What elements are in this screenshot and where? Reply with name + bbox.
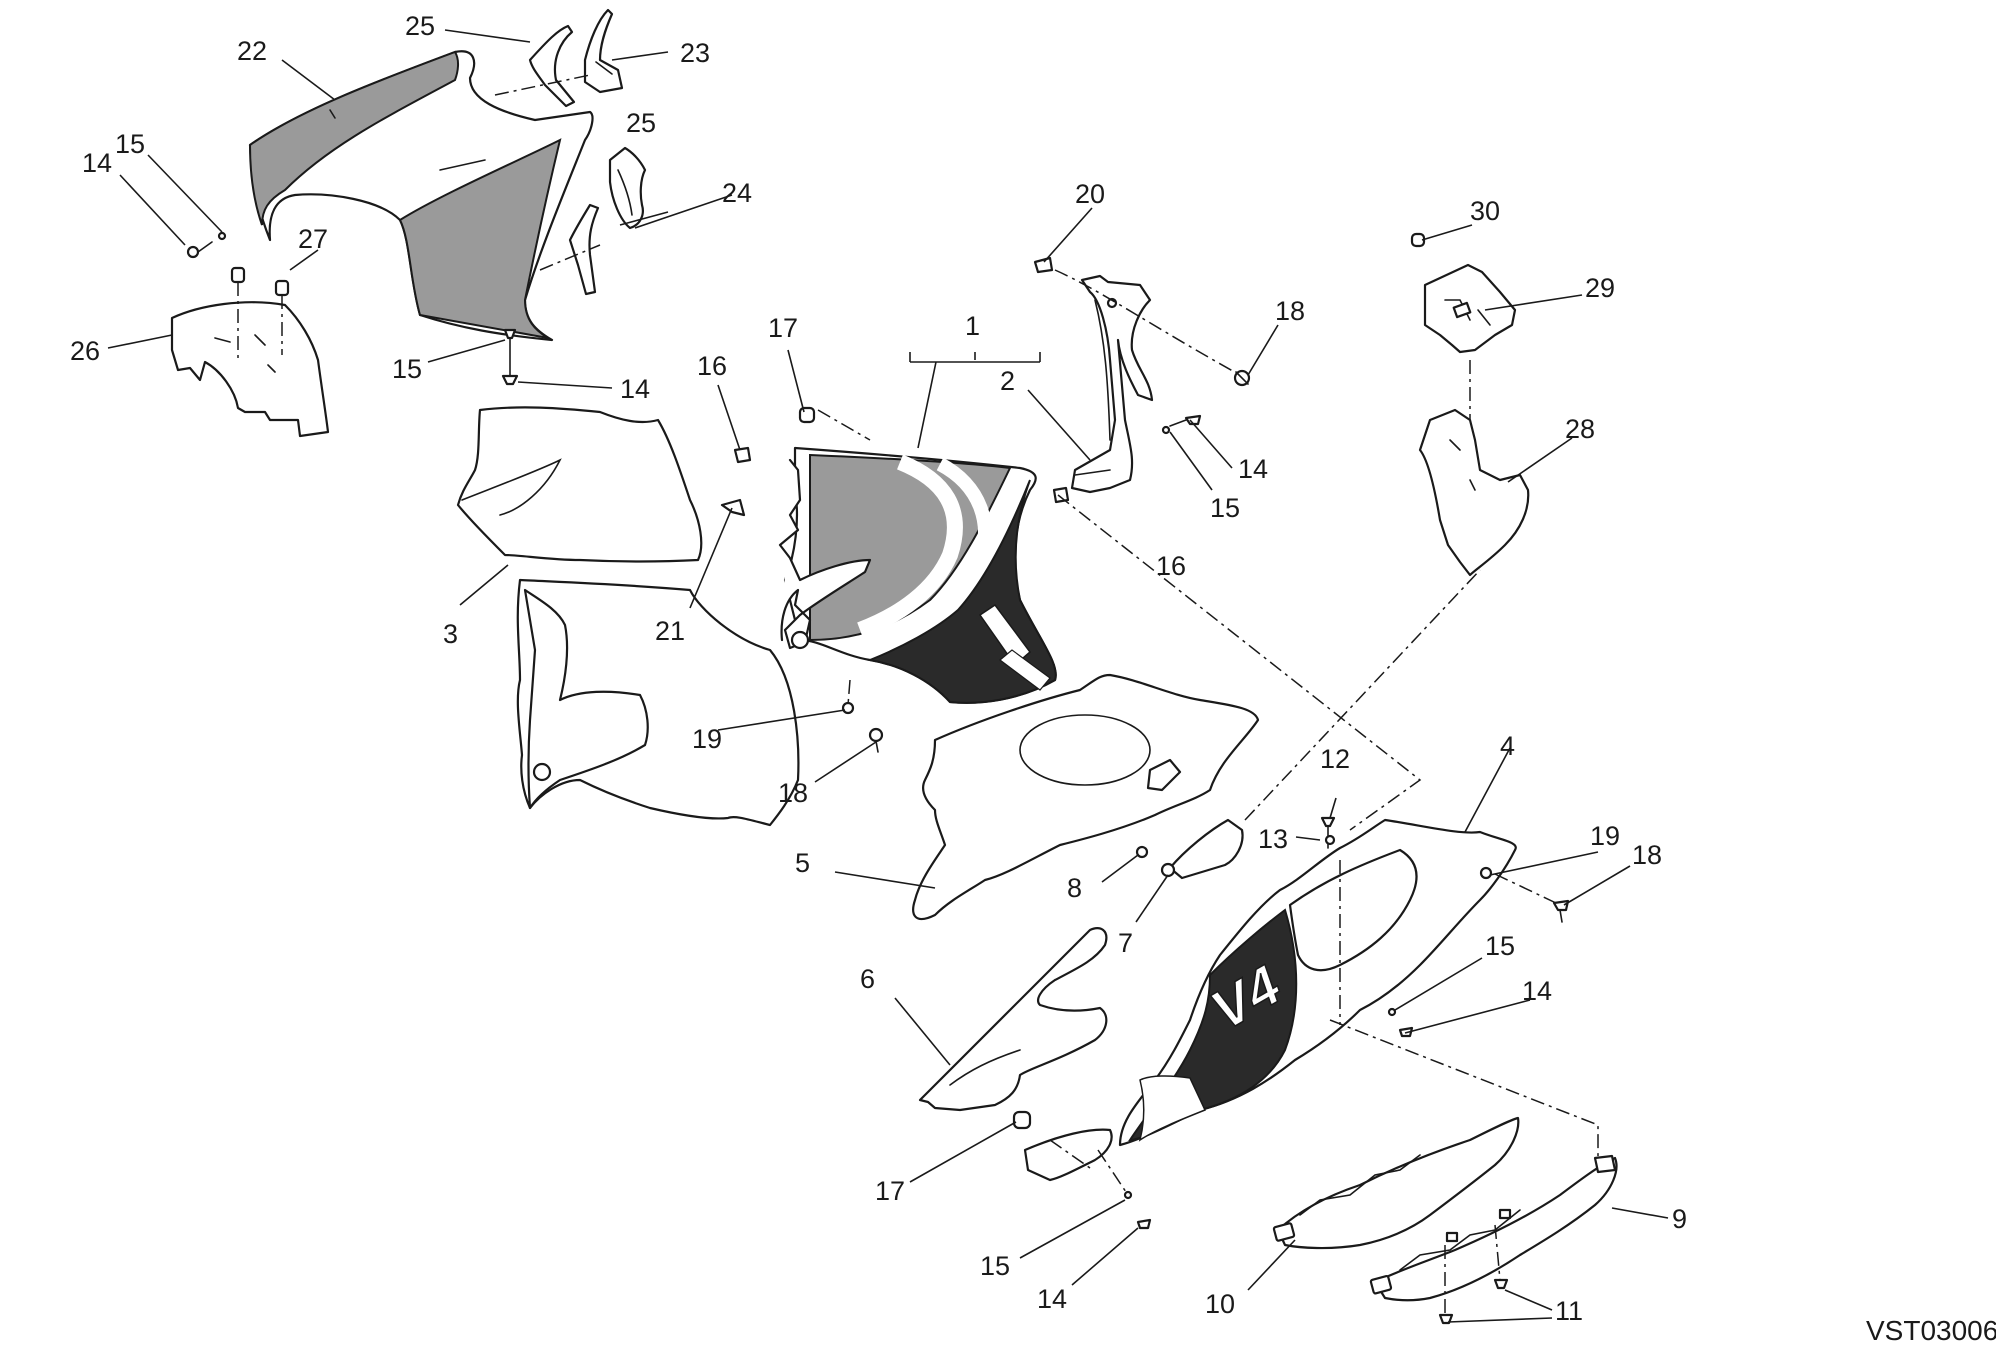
callout-labels: 25 22 23 14 15 25 24 27 26 15 14 20 18 3…	[70, 11, 1687, 1326]
callout-17-bottom: 17	[875, 1176, 905, 1206]
part-9-belly-right	[1369, 1154, 1618, 1302]
part-8-grommet	[1135, 845, 1149, 859]
callout-10: 10	[1205, 1289, 1235, 1319]
callout-21: 21	[655, 616, 685, 646]
callout-15-bottom: 15	[980, 1251, 1010, 1281]
callout-15-lower-right: 15	[1485, 931, 1515, 961]
callout-2: 2	[1000, 366, 1015, 396]
callout-28: 28	[1565, 414, 1595, 444]
screws-mid-right	[1161, 414, 1202, 435]
part-23-bracket	[583, 8, 624, 94]
callout-9: 9	[1672, 1204, 1687, 1234]
assembly-lines	[494, 74, 1599, 1315]
callout-25-top: 25	[405, 11, 435, 41]
drawing-code: VST03006	[1866, 1315, 1996, 1346]
part-6-side-panel	[918, 927, 1108, 1112]
hardware-19-18-left	[841, 701, 884, 753]
part-25-trim-strip-upper	[528, 24, 576, 108]
callout-22: 22	[237, 36, 267, 66]
callout-15-left: 15	[392, 354, 422, 384]
callout-16-left: 16	[697, 351, 727, 381]
part-17-grommet-top	[798, 406, 816, 424]
part-3-side-inner-panel	[456, 406, 703, 563]
callout-15-top-left: 15	[115, 129, 145, 159]
callout-14-lower-right: 14	[1522, 976, 1552, 1006]
callout-7: 7	[1118, 928, 1133, 958]
screws-top-left	[186, 231, 519, 386]
part-12-13-hardware	[1320, 816, 1336, 849]
part-27-grommets	[230, 266, 290, 360]
callout-4: 4	[1500, 731, 1515, 761]
callout-16-mid: 16	[1156, 551, 1186, 581]
callout-14-top-left: 14	[82, 148, 112, 178]
callout-20: 20	[1075, 179, 1105, 209]
callout-19-left: 19	[692, 724, 722, 754]
part-1-inner-frame	[778, 458, 872, 650]
part-20-clip	[1033, 256, 1054, 274]
part-16-clip-right	[1052, 486, 1070, 504]
part-29-upper-duct-bracket	[1423, 263, 1517, 354]
callout-24: 24	[722, 178, 752, 208]
screws-bottom-center	[1123, 1190, 1152, 1230]
callout-13: 13	[1258, 824, 1288, 854]
callout-12: 12	[1320, 744, 1350, 774]
callout-1: 1	[965, 311, 980, 341]
callout-11: 11	[1555, 1296, 1583, 1326]
callout-19-right: 19	[1590, 821, 1620, 851]
part-22-upper-fairing	[248, 50, 594, 342]
callout-18-top: 18	[1275, 296, 1305, 326]
callout-18-right: 18	[1632, 840, 1662, 870]
callout-3: 3	[443, 619, 458, 649]
part-2-bracket	[1070, 274, 1154, 494]
callout-18-left: 18	[778, 778, 808, 808]
callout-17-top: 17	[768, 313, 798, 343]
callout-15-right: 15	[1210, 493, 1240, 523]
part-26-inner-panel	[170, 301, 330, 438]
leader-lines	[107, 29, 1669, 1323]
part-16-clip-left	[733, 446, 752, 464]
callout-25-mid: 25	[626, 108, 656, 138]
part-10-belly-left	[1272, 1116, 1520, 1250]
part-3-lower-body	[516, 578, 800, 827]
hardware-19-18-right	[1479, 866, 1570, 923]
callout-14-left: 14	[620, 374, 650, 404]
part-11-screws	[1438, 1208, 1512, 1325]
callout-8: 8	[1067, 873, 1082, 903]
part-17-grommet-bottom	[1012, 1110, 1032, 1130]
callout-5: 5	[795, 848, 810, 878]
part-5-inner-shield	[912, 673, 1260, 921]
callout-27: 27	[298, 224, 328, 254]
callout-14-right: 14	[1238, 454, 1268, 484]
part-28-lower-duct-bracket	[1418, 408, 1530, 577]
part-4-lower-fairing: V4	[1023, 818, 1517, 1182]
callout-30: 30	[1470, 196, 1500, 226]
part-21-clip	[720, 498, 746, 517]
callout-14-bottom: 14	[1037, 1284, 1067, 1314]
callout-23: 23	[680, 38, 710, 68]
part-24-duct	[608, 146, 647, 230]
callout-29: 29	[1585, 273, 1615, 303]
part-7-bracket	[1160, 818, 1244, 880]
part-25-trim-strip-lower	[568, 203, 600, 296]
callout-26: 26	[70, 336, 100, 366]
part-1-main-side-fairing	[783, 446, 1057, 704]
callout-6: 6	[860, 964, 875, 994]
